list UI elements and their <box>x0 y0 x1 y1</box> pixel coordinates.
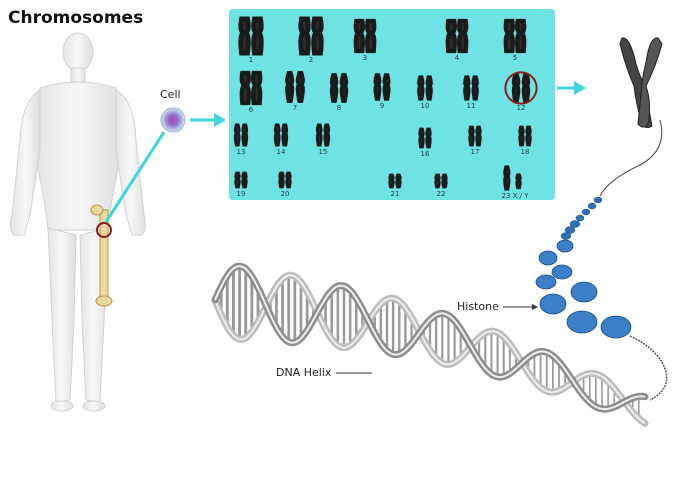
dna-double-helix <box>211 262 649 427</box>
chromosome <box>311 16 324 56</box>
chromosome <box>475 125 482 147</box>
chromosome-pair-number: 13 <box>236 148 246 156</box>
chromosome <box>373 73 382 101</box>
chromosome-pair-number: 17 <box>470 148 480 156</box>
chromosome <box>382 73 391 101</box>
chromosome <box>365 18 377 54</box>
cell-icon <box>160 107 186 133</box>
chromosome <box>468 125 475 147</box>
chromosome <box>238 16 251 56</box>
chromosome <box>278 171 285 189</box>
chromosome <box>525 125 532 147</box>
chromosome-pair-number: 21 <box>390 190 400 198</box>
chromosome <box>503 18 515 54</box>
chromosome <box>298 16 311 56</box>
chromosome <box>251 70 263 106</box>
bone-marrow-highlight-circle <box>96 222 112 238</box>
diagram-title: Chromosomes <box>8 8 144 28</box>
chromosome <box>518 125 525 147</box>
histone-bead <box>538 250 558 266</box>
chromosome-pair-number: 23 X / Y <box>501 192 529 200</box>
chromosome <box>503 165 511 191</box>
chromosome <box>273 123 281 147</box>
chromosome <box>388 173 395 189</box>
chromosome <box>329 73 339 103</box>
helix-highlight <box>214 265 646 411</box>
chromosome-pair-number: 1 <box>248 56 254 64</box>
chromosome <box>434 173 441 189</box>
chromosome-pair-number: 15 <box>318 148 328 156</box>
chromosome-pair-number: 14 <box>276 148 286 156</box>
human-body-figure <box>9 32 147 412</box>
chromosome-pair-number: 4 <box>454 54 460 62</box>
dna-helix-label: DNA Helix <box>276 366 332 379</box>
chromatin-coil <box>560 196 603 240</box>
chromosome-pair-number: 8 <box>336 104 342 112</box>
chromosome-pair-number: 2 <box>308 56 314 64</box>
histone-bead <box>551 264 573 280</box>
chromosome <box>417 75 425 101</box>
highlight-ring <box>504 71 538 105</box>
cell-label: Cell <box>160 88 181 101</box>
chromosome <box>471 75 479 101</box>
histone-bead <box>570 281 598 303</box>
femur-bone <box>90 204 113 307</box>
chromosome <box>285 70 295 104</box>
chromosome <box>241 123 249 147</box>
histone-bead <box>539 293 567 315</box>
histone-bead <box>600 315 632 339</box>
chromosome-pair-number: 12 <box>516 104 526 112</box>
chromosome-pair-number: 10 <box>420 102 430 110</box>
chromosome <box>463 75 471 101</box>
histone-beads <box>535 239 632 339</box>
chromosome <box>515 173 522 190</box>
chromosome-pair-number: 5 <box>512 54 518 62</box>
histone-label: Histone <box>457 300 499 313</box>
chromosome <box>353 18 365 54</box>
chromosome-pair-number: 6 <box>248 106 254 114</box>
chromosome-pair-number: 22 <box>436 190 446 198</box>
chromosome <box>395 173 402 189</box>
histone-bead <box>535 274 557 290</box>
chromosome <box>457 18 469 54</box>
histone-bead <box>556 239 574 253</box>
chromosome <box>339 73 349 103</box>
chromosome <box>511 73 521 103</box>
chromosome-pair-number: 11 <box>466 102 476 110</box>
chromosome-pair-number: 16 <box>420 150 430 158</box>
chromosome-pair-number: 7 <box>292 104 298 112</box>
chromosome <box>521 73 531 103</box>
karyotype-chromosomes <box>233 16 538 191</box>
chromosome <box>239 70 251 106</box>
chromosome-pair-number: 3 <box>362 54 368 62</box>
enlarged-chromosome <box>619 37 663 129</box>
chromosome <box>251 16 264 56</box>
chromosome <box>281 123 289 147</box>
chromosome <box>418 127 425 149</box>
chromosome <box>241 171 248 189</box>
chromosome <box>234 171 241 189</box>
chromatin-strand <box>599 119 663 197</box>
chromosome <box>233 123 241 147</box>
histone-bead <box>566 310 598 334</box>
chromosome <box>445 18 457 54</box>
chromosome <box>295 70 305 104</box>
chromosome <box>315 123 323 147</box>
chromosome <box>441 173 448 189</box>
chromosome-pair-number: 9 <box>379 102 385 110</box>
chromosome <box>285 171 292 189</box>
chromosome-pair-number: 20 <box>280 190 290 198</box>
chromosome <box>425 75 433 101</box>
chromosome <box>323 123 331 147</box>
chromosome-pair-number: 19 <box>236 190 246 198</box>
chromosome <box>425 127 432 149</box>
chromosome-pair-number: 18 <box>520 148 530 156</box>
chromosome <box>515 18 527 54</box>
